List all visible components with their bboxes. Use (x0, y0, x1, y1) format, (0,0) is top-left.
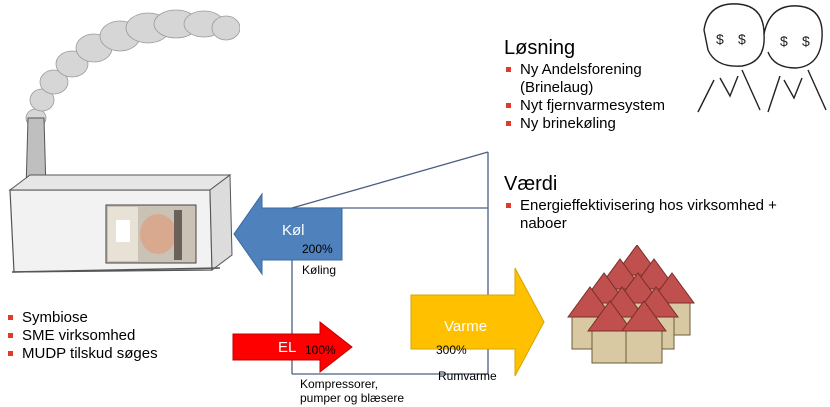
left-bullet-list: Symbiose SME virksomhed MUDP tilskud søg… (6, 309, 206, 363)
kol-percent: 200% (302, 242, 333, 256)
kol-caption: Køling (302, 263, 337, 277)
losning-item-1: Ny Andelsforening (504, 61, 704, 79)
svg-text:$: $ (802, 33, 810, 49)
varme-caption: Rumvarme (438, 369, 497, 383)
smoke-icon (25, 9, 240, 128)
losning-heading: Løsning (504, 37, 576, 59)
vaerdi-item-1-continued: naboer (520, 215, 567, 232)
svg-text:$: $ (716, 31, 724, 47)
machine-caption-line2: pumper og blæsere (300, 391, 405, 405)
vaerdi-item-1: Energieffektivisering hos virksomhed + (504, 197, 824, 215)
vaerdi-section: Værdi Energieffektivisering hos virksomh… (504, 173, 824, 233)
losning-item-3: Ny brinekøling (504, 115, 704, 133)
house-icon (621, 300, 667, 364)
factory-illustration (8, 9, 240, 273)
two-men-illustration: $ $ $ $ (697, 3, 827, 113)
varme-percent: 300% (436, 343, 467, 357)
kol-label: Køl (282, 222, 305, 239)
left-item-2: SME virksomhed (6, 327, 206, 345)
house-icon (587, 300, 633, 364)
left-item-1: Symbiose (6, 309, 206, 327)
svg-text:$: $ (780, 33, 788, 49)
machine-caption-line1: Kompressorer, (300, 377, 379, 391)
varme-arrow (410, 267, 545, 377)
left-item-3: MUDP tilskud søges (6, 345, 206, 363)
el-label: EL (278, 339, 297, 356)
el-arrow (232, 320, 353, 374)
el-percent: 100% (305, 343, 336, 357)
losning-item-2: Nyt fjernvarmesystem (504, 97, 704, 115)
varme-label: Varme (444, 318, 488, 335)
factory-interior-photo (105, 204, 197, 264)
houses-illustration (567, 245, 695, 364)
svg-text:$: $ (738, 31, 746, 47)
kol-arrow (233, 192, 343, 276)
losning-item-1-continued: (Brinelaug) (520, 79, 594, 96)
losning-section: Løsning Ny Andelsforening (Brinelaug) Ny… (504, 37, 704, 133)
vaerdi-heading: Værdi (504, 173, 558, 195)
